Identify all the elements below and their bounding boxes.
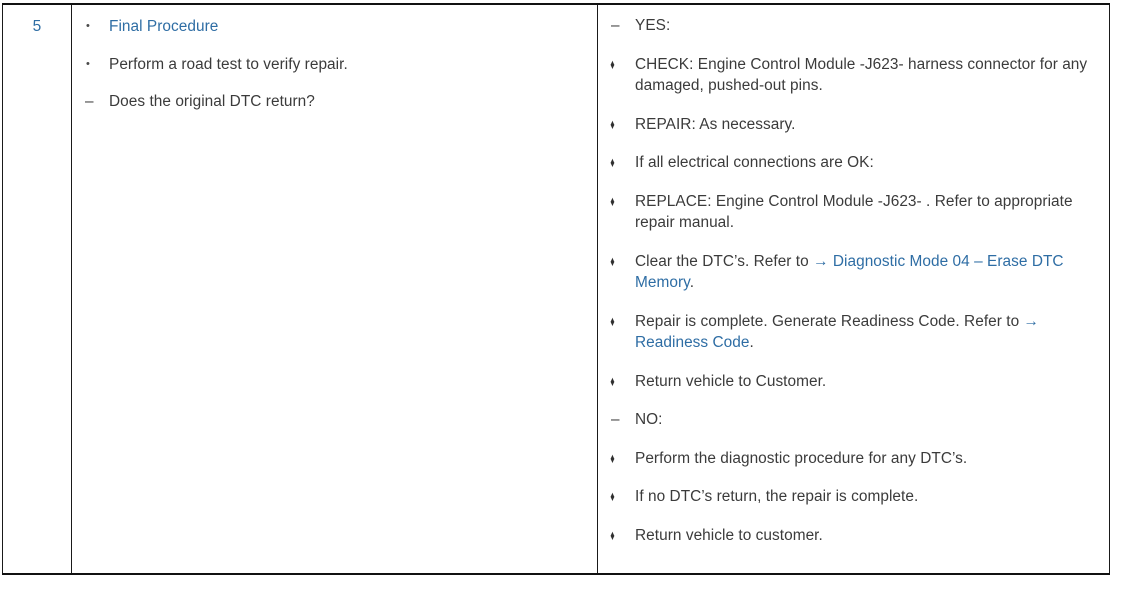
list-item: –NO: — [609, 409, 1095, 431]
result-item-list: –YES:♦CHECK: Engine Control Module -J623… — [598, 5, 1109, 573]
list-item-text: CHECK: Engine Control Module -J623- harn… — [635, 55, 1088, 95]
list-item: • Final Procedure — [83, 16, 589, 38]
bullet-dash-icon: – — [85, 93, 94, 110]
bullet-lozenge-icon: ♦ — [610, 372, 615, 389]
list-item-text: REPAIR: As necessary. — [635, 115, 796, 133]
bullet-lozenge-icon: ♦ — [610, 312, 615, 329]
step-number-cell: 5 — [2, 3, 72, 575]
list-item: ♦ Return vehicle to customer. — [609, 525, 1095, 547]
list-item: ♦ REPLACE: Engine Control Module -J623- .… — [609, 191, 1095, 234]
list-item: ♦ Return vehicle to Customer. — [609, 371, 1095, 393]
bullet-lozenge-icon: ♦ — [610, 449, 615, 466]
list-item: ♦ Repair is complete. Generate Readiness … — [609, 311, 1095, 354]
diagnostic-procedure-table: 5 • Final Procedure • Perform a road test t… — [2, 3, 1110, 575]
bullet-lozenge-icon: ♦ — [610, 115, 615, 132]
bullet-lozenge-icon: ♦ — [610, 488, 615, 504]
bullet-lozenge-icon: ♦ — [610, 192, 615, 209]
list-item: ♦ CHECK: Engine Control Module -J623- har… — [609, 54, 1095, 97]
list-item-link[interactable]: Final Procedure — [109, 18, 219, 35]
bullet-dash-icon: – — [611, 17, 620, 34]
list-item-text: Perform a road test to verify repair. — [109, 55, 348, 73]
list-item: ♦ Clear the DTC’s. Refer to → Diagnostic … — [609, 251, 1095, 294]
action-item-list: • Final Procedure • Perform a road test to … — [72, 5, 597, 139]
list-item-text: YES: — [635, 17, 671, 34]
list-item: ♦ Perform the diagnostic procedure for an… — [609, 448, 1095, 470]
bullet-lozenge-icon: ♦ — [610, 154, 615, 170]
action-cell: • Final Procedure • Perform a road test to … — [71, 3, 598, 575]
step-number: 5 — [32, 18, 42, 35]
list-item-text: If all electrical connections are OK: — [635, 154, 874, 171]
cross-reference-link[interactable]: → Diagnostic Mode 04 – Erase DTC Memory — [635, 252, 1064, 292]
list-item: ♦ If all electrical connections are OK: — [609, 152, 1095, 174]
list-item-text[interactable]: Clear the DTC’s. Refer to → Diagnostic M… — [635, 252, 1064, 292]
list-item-text: If no DTC’s return, the repair is comple… — [635, 488, 919, 505]
bullet-dash-icon: – — [611, 411, 620, 428]
bullet-dot-icon: • — [86, 20, 90, 32]
bullet-lozenge-icon: ♦ — [610, 55, 615, 72]
list-item-text: Return vehicle to customer. — [635, 526, 823, 544]
table-row: 5 • Final Procedure • Perform a road test t… — [2, 3, 1110, 575]
list-item-text: NO: — [635, 411, 663, 428]
bullet-lozenge-icon: ♦ — [610, 252, 615, 269]
list-item-text: REPLACE: Engine Control Module -J623- . … — [635, 192, 1073, 232]
list-item-text: Return vehicle to Customer. — [635, 372, 827, 390]
list-item-text: Does the original DTC return? — [109, 93, 315, 110]
bullet-dot-icon: • — [86, 57, 90, 70]
list-item-text: Perform the diagnostic procedure for any… — [635, 449, 968, 467]
list-item: –YES: — [609, 15, 1095, 37]
list-item: • Perform a road test to verify repair. — [83, 54, 589, 76]
list-item: ♦ REPAIR: As necessary. — [609, 114, 1095, 136]
list-item: –Does the original DTC return? — [83, 91, 589, 113]
result-cell: –YES:♦CHECK: Engine Control Module -J623… — [597, 3, 1110, 575]
list-item: ♦ If no DTC’s return, the repair is compl… — [609, 486, 1095, 508]
list-item-text[interactable]: Repair is complete. Generate Readiness C… — [635, 312, 1039, 352]
cross-reference-link[interactable]: → Readiness Code — [635, 312, 1039, 352]
bullet-lozenge-icon: ♦ — [610, 526, 615, 543]
